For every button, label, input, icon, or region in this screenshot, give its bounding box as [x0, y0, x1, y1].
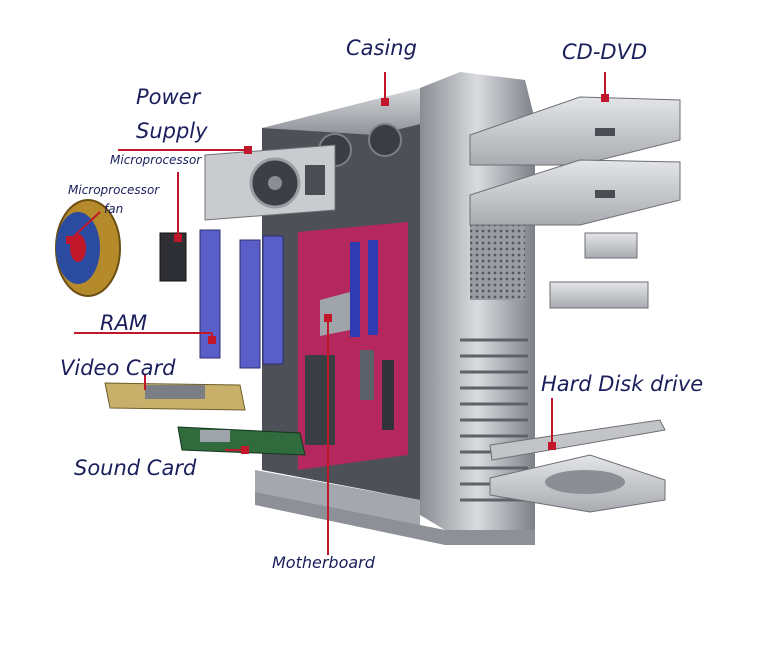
label-video-card: Video Card: [60, 356, 176, 380]
label-motherboard: Motherboard: [272, 553, 375, 572]
label-microprocessor-fan-line2: fan: [104, 202, 124, 216]
ram-modules: [199, 229, 284, 369]
cd-dvd-drives: [469, 96, 681, 226]
label-microprocessor-fan-line1: Microprocessor: [68, 183, 160, 197]
video-card-board: [104, 382, 246, 411]
label-hard-disk-drive: Hard Disk drive: [541, 372, 704, 396]
label-power-supply-line1: Power: [136, 85, 201, 109]
sound-card-board: [177, 426, 306, 456]
label-microprocessor: Microprocessor: [110, 153, 202, 167]
leader-lines: [66, 72, 609, 555]
hard-disk-drive: [489, 419, 666, 513]
label-power-supply-line2: Supply: [136, 119, 208, 143]
label-cd-dvd: CD-DVD: [562, 40, 648, 64]
motherboard-board: [298, 222, 408, 470]
label-casing: Casing: [346, 36, 417, 60]
bay-devices: [549, 232, 649, 309]
microprocessor-fan: [55, 199, 121, 297]
label-ram: RAM: [100, 311, 148, 335]
microprocessor-chip: [159, 232, 187, 282]
power-supply-unit: [204, 144, 336, 221]
label-sound-card: Sound Card: [74, 456, 197, 480]
